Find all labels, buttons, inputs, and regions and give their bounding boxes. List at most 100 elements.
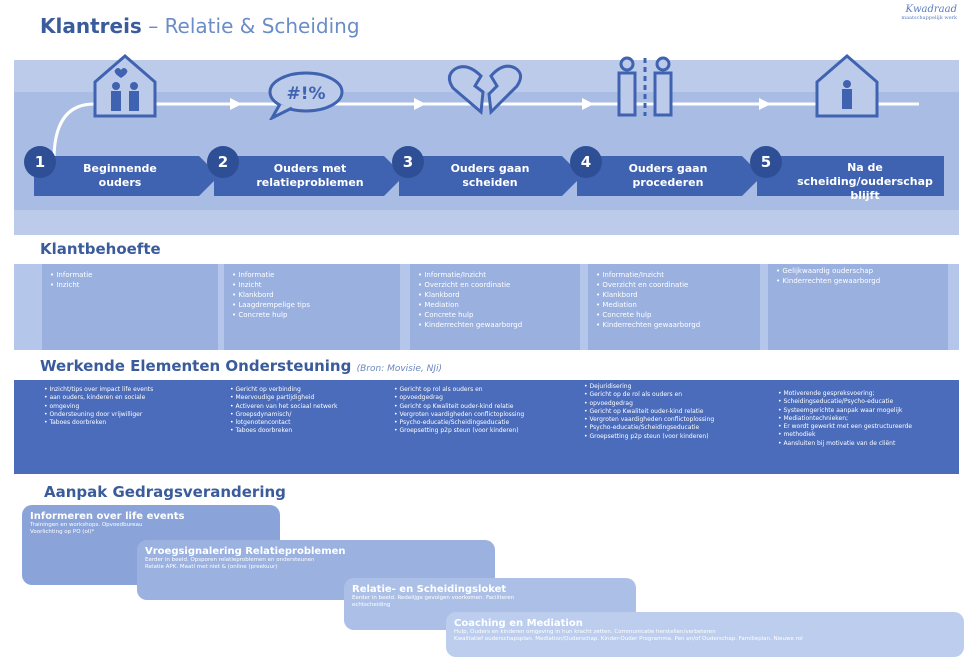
stage-label: Na de scheiding/ouderschap blijft: [797, 161, 933, 202]
approach-step: Coaching en Mediation Hulp, Ouders en ki…: [446, 612, 964, 657]
element-item: Ondersteuning door vrijwilliger: [44, 411, 218, 419]
approach-step-title: Vroegsignalering Relatieproblemen: [145, 546, 346, 557]
element-item: Vergroten vaardigheden conflictoplossing: [394, 411, 572, 419]
broken-heart-icon: [448, 64, 522, 116]
need-item: Inzicht: [50, 280, 214, 290]
section-title-aanpak: Aanpak Gedragsverandering: [44, 483, 286, 501]
needs-column: Informatie/Inzicht Overzicht en coordina…: [588, 264, 760, 350]
element-item: methodiek: [778, 431, 954, 439]
element-item: Systeemgerichte aanpak waar mogelijk: [778, 407, 954, 415]
stage-label: Ouders gaan scheiden: [450, 162, 530, 189]
element-item: Aansluiten bij motivatie van de cliënt: [778, 440, 954, 448]
approach-step-title: Coaching en Mediation: [454, 618, 583, 629]
need-item: Mediation: [418, 300, 576, 310]
need-item: Concrete hulp: [596, 310, 756, 320]
need-item: Kinderrechten gewaarborgd: [596, 320, 756, 330]
svg-text:#!%: #!%: [286, 84, 325, 104]
separated-couple-icon: [617, 56, 673, 117]
approach-step-desc: Eerder in beeld. Redelijge gevolgen voor…: [352, 595, 515, 601]
stage-number: 1: [24, 146, 56, 178]
need-item: Kinderrechten gewaarborgd: [776, 276, 944, 286]
journey-connector: [52, 98, 919, 161]
need-item: Klankbord: [596, 290, 756, 300]
element-item: aan ouders, kinderen en sociale: [44, 394, 218, 402]
element-item: Motiverende gespreksvoering;: [778, 390, 954, 398]
stage-number: 4: [570, 146, 602, 178]
approach-step-desc: Kwalitatief ouderschapsplan. Mediation/O…: [454, 636, 803, 642]
approach-step-title: Relatie- en Scheidingsloket: [352, 584, 507, 595]
element-item: Groepsetting p2p steun (voor kinderen): [394, 427, 572, 435]
need-item: Kinderrechten gewaarborgd: [418, 320, 576, 330]
needs-row: Informatie Inzicht Informatie Inzicht Kl…: [14, 264, 959, 350]
element-item: Dejuridisering: [584, 383, 762, 391]
elements-row: Inzicht/tips over impact life events aan…: [14, 380, 959, 474]
element-item: Activeren van het sociaal netwerk: [230, 403, 398, 411]
element-item: omgeving: [44, 403, 218, 411]
element-item: opvoedgedrag: [394, 394, 572, 402]
need-item: Informatie: [50, 270, 214, 280]
page-title: Klantreis – Relatie & Scheiding: [40, 14, 360, 38]
stage-arrows: [34, 156, 944, 196]
element-item: opvoedgedrag: [584, 400, 762, 408]
element-item: Psycho-educatie/Scheidingseducatie: [394, 419, 572, 427]
element-item: Taboes doorbreken: [230, 427, 398, 435]
need-item: Klankbord: [418, 290, 576, 300]
element-item: Scheidingseducatie/Psycho-educatie: [778, 398, 954, 406]
approach-step-desc: echtscheiding: [352, 602, 391, 608]
need-item: Overzicht en coordinatie: [596, 280, 756, 290]
needs-column: Gelijkwaardig ouderschap Kinderrechten g…: [768, 264, 948, 350]
element-item: Mediationtechnieken;: [778, 415, 954, 423]
needs-column: Informatie Inzicht Klankbord Laagdrempel…: [224, 264, 400, 350]
stage-label: Ouders met relatieproblemen: [256, 162, 364, 189]
element-item: Vergroten vaardigheden conflictoplossing: [584, 416, 762, 424]
element-item: Gericht op Kwaliteit ouder-kind relatie: [584, 408, 762, 416]
element-item: Taboes doorbreken: [44, 419, 218, 427]
house-single-icon: [815, 54, 879, 118]
stage-number: 5: [750, 146, 782, 178]
elements-column: Gericht op verbinding Meervoudige partij…: [222, 380, 402, 474]
approach-step-title: Informeren over life events: [30, 511, 185, 522]
stage-number: 3: [392, 146, 424, 178]
elements-column: Gericht op rol als ouders en opvoedgedra…: [386, 380, 576, 474]
element-item: Er wordt gewerkt met een gestructureerde: [778, 423, 954, 431]
approach-step-desc: Eerder in beeld. Opsporen relatieproblem…: [145, 557, 315, 563]
brand-logo: Kwadraad maatschappelijk werk: [901, 4, 957, 21]
approach-step-desc: Voorlichting op PO (ol)*: [30, 529, 95, 535]
elements-column: Inzicht/tips over impact life events aan…: [36, 380, 222, 474]
need-item: Gelijkwaardig ouderschap: [776, 266, 944, 276]
need-item: Inzicht: [232, 280, 396, 290]
need-item: Klankbord: [232, 290, 396, 300]
need-item: Informatie: [232, 270, 396, 280]
element-item: Groepsetting p2p steun (voor kinderen): [584, 433, 762, 441]
speech-bubble-icon: #!%: [268, 71, 344, 120]
element-item: Gericht op rol als ouders en: [394, 386, 572, 394]
element-item: Gericht op de rol als ouders en: [584, 391, 762, 399]
need-item: Concrete hulp: [232, 310, 396, 320]
house-couple-icon: [93, 54, 157, 118]
element-item: lotgenotencontact: [230, 419, 398, 427]
elements-column: Motiverende gespreksvoering; Scheidingse…: [770, 380, 958, 474]
needs-column: Informatie Inzicht: [42, 264, 218, 350]
need-item: Overzicht en coordinatie: [418, 280, 576, 290]
approach-step-desc: Trainingen en workshops. Opvoedbureau: [30, 522, 143, 528]
stage-label: Ouders gaan procederen: [628, 162, 708, 189]
stage-label: Beginnende ouders: [83, 162, 157, 189]
section-title-werkende-elementen: Werkende Elementen Ondersteuning (Bron: …: [40, 357, 443, 375]
need-item: Concrete hulp: [418, 310, 576, 320]
approach-step-desc: Relatie APK. Maatl met niet & (online )p…: [145, 564, 278, 570]
need-item: Informatie/Inzicht: [418, 270, 576, 280]
elements-column: Dejuridisering Gericht op de rol als oud…: [576, 380, 766, 474]
element-item: Gericht op Kwaliteit ouder-kind relatie: [394, 403, 572, 411]
element-item: Gericht op verbinding: [230, 386, 398, 394]
need-item: Laagdrempelige tips: [232, 300, 396, 310]
element-item: Groepsdynamisch/: [230, 411, 398, 419]
stage-number: 2: [207, 146, 239, 178]
approach-step-desc: Hulp, Ouders en kinderen omgeving in hun…: [454, 629, 716, 635]
element-item: Meervoudige partijdigheid: [230, 394, 398, 402]
need-item: Mediation: [596, 300, 756, 310]
need-item: Informatie/Inzicht: [596, 270, 756, 280]
element-item: Inzicht/tips over impact life events: [44, 386, 218, 394]
needs-column: Informatie/Inzicht Overzicht en coordina…: [410, 264, 580, 350]
section-title-klantbehoefte: Klantbehoefte: [40, 240, 161, 258]
element-item: Psycho-educatie/Scheidingseducatie: [584, 424, 762, 432]
